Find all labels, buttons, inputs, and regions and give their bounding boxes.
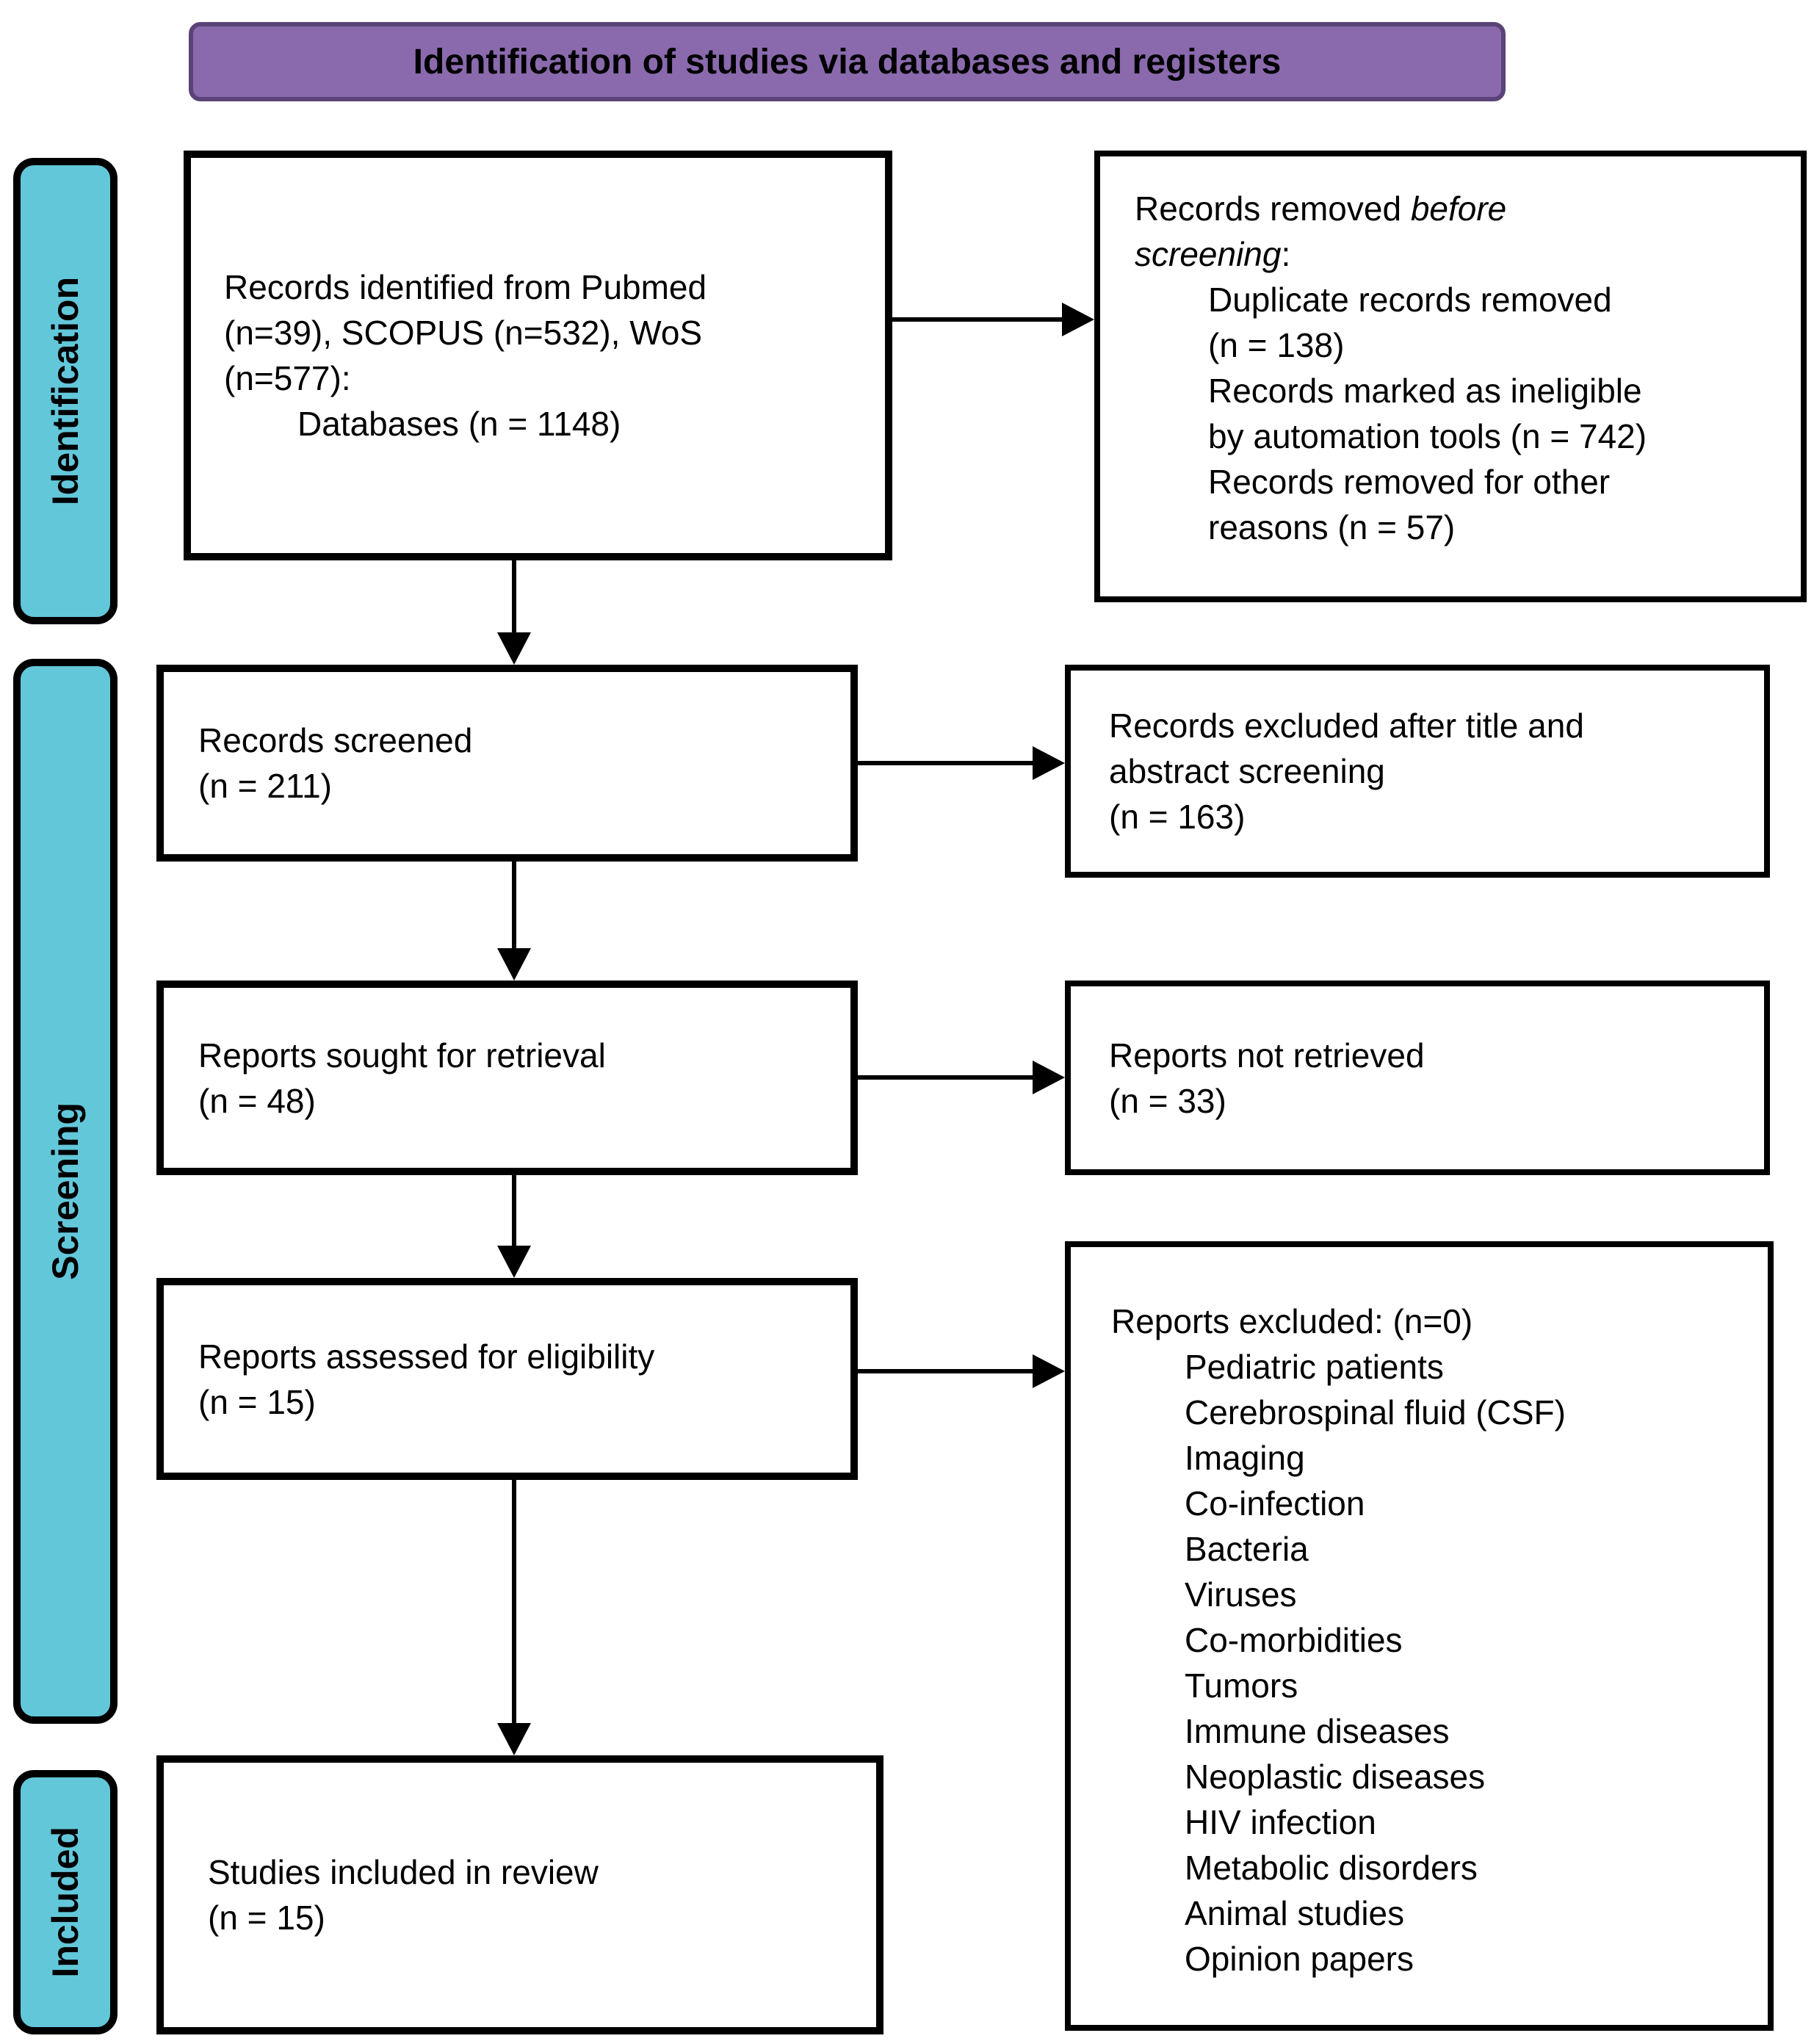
studies-included-text: Studies included in review (n = 15)	[208, 1853, 599, 1937]
records-removed-lead-italic: before screening	[1135, 189, 1507, 273]
box-studies-included: Studies included in review (n = 15)	[156, 1755, 883, 2034]
arrow-head-right-icon	[1033, 1061, 1065, 1094]
box-reports-not-retrieved: Reports not retrieved (n = 33)	[1065, 981, 1770, 1175]
reports-excluded-item: Co-morbidities	[1185, 1621, 1403, 1659]
arrow-line	[512, 862, 516, 950]
reports-sought-text: Reports sought for retrieval (n = 48)	[198, 1036, 606, 1120]
arrow-head-down-icon	[497, 632, 531, 665]
reports-excluded-item: Pediatric patients	[1185, 1348, 1444, 1386]
arrow-line	[892, 317, 1065, 322]
arrow-line	[512, 560, 516, 634]
arrow-head-down-icon	[497, 1723, 531, 1755]
records-removed-lead-plain: Records removed	[1135, 189, 1411, 228]
records-removed-item-other: Records removed for other reasons (n = 5…	[1208, 463, 1611, 546]
reports-excluded-item: Neoplastic diseases	[1185, 1758, 1486, 1796]
records-removed-lead: Records removed before screening:	[1135, 186, 1775, 277]
reports-assessed-text: Reports assessed for eligibility (n = 15…	[198, 1337, 655, 1421]
reports-excluded-item: HIV infection	[1185, 1803, 1376, 1841]
box-reports-sought: Reports sought for retrieval (n = 48)	[156, 981, 858, 1175]
stage-included: Included	[13, 1770, 118, 2034]
arrow-head-down-icon	[497, 1246, 531, 1278]
reports-excluded-item: Imaging	[1185, 1439, 1305, 1477]
records-identified-databases: Databases (n = 1148)	[297, 405, 621, 443]
arrow-line	[512, 1175, 516, 1247]
stage-identification-label: Identification	[45, 276, 86, 506]
records-removed-lead-colon: :	[1281, 235, 1291, 273]
box-reports-excluded: Reports excluded: (n=0) Pediatric patien…	[1065, 1241, 1774, 2031]
reports-excluded-item: Co-infection	[1185, 1484, 1365, 1523]
arrow-line	[512, 1480, 516, 1725]
reports-excluded-title: Reports excluded: (n=0)	[1111, 1302, 1473, 1340]
reports-excluded-item: Cerebrospinal fluid (CSF)	[1185, 1393, 1566, 1431]
stage-screening-label: Screening	[45, 1102, 86, 1280]
records-removed-item-duplicates: Duplicate records removed (n = 138)	[1208, 281, 1612, 364]
arrow-line	[858, 1369, 1034, 1373]
box-records-identified: Records identified from Pubmed (n=39), S…	[184, 151, 892, 560]
reports-excluded-item: Viruses	[1185, 1575, 1297, 1614]
arrow-line	[858, 761, 1034, 765]
arrow-head-right-icon	[1033, 1354, 1065, 1388]
arrow-line	[858, 1075, 1034, 1080]
records-identified-text: Records identified from Pubmed (n=39), S…	[224, 268, 707, 397]
arrow-head-right-icon	[1033, 746, 1065, 780]
records-excluded-screening-text: Records excluded after title and abstrac…	[1109, 707, 1584, 836]
box-records-removed: Records removed before screening: Duplic…	[1094, 151, 1807, 602]
reports-excluded-item: Immune diseases	[1185, 1712, 1450, 1750]
box-records-screened: Records screened (n = 211)	[156, 665, 858, 862]
reports-excluded-item: Metabolic disorders	[1185, 1849, 1478, 1887]
title-banner: Identification of studies via databases …	[189, 22, 1506, 101]
stage-screening: Screening	[13, 659, 118, 1724]
arrow-head-down-icon	[497, 948, 531, 981]
stage-identification: Identification	[13, 158, 118, 624]
reports-excluded-item: Bacteria	[1185, 1530, 1309, 1568]
box-reports-assessed: Reports assessed for eligibility (n = 15…	[156, 1278, 858, 1480]
title-banner-label: Identification of studies via databases …	[413, 42, 1282, 82]
reports-not-retrieved-text: Reports not retrieved (n = 33)	[1109, 1036, 1425, 1120]
records-screened-text: Records screened (n = 211)	[198, 721, 473, 805]
records-removed-item-automation: Records marked as ineligible by automati…	[1208, 372, 1647, 455]
arrow-head-right-icon	[1062, 303, 1094, 336]
box-records-excluded-screening: Records excluded after title and abstrac…	[1065, 665, 1770, 878]
reports-excluded-item: Tumors	[1185, 1666, 1298, 1705]
reports-excluded-item: Opinion papers	[1185, 1940, 1414, 1978]
reports-excluded-item: Animal studies	[1185, 1894, 1405, 1932]
stage-included-label: Included	[45, 1827, 86, 1978]
